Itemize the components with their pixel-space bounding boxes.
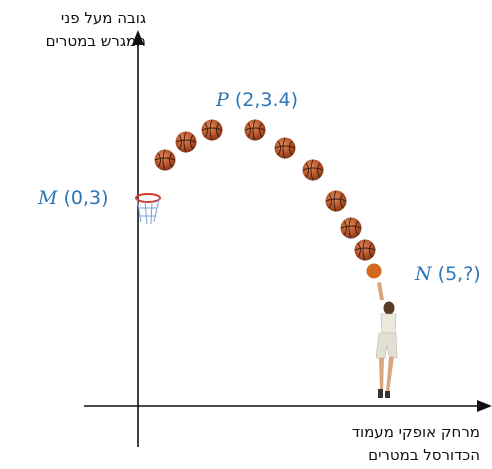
point-n-coords: (5,?) [437,263,481,285]
basketball-player-figure [375,282,398,398]
x-axis-label: מרחק אופקי מעמוד הכדורסל במטרים [280,421,480,467]
basketball-icon [154,149,176,171]
x-axis-label-line-1: מרחק אופקי מעמוד [351,423,480,441]
x-axis-label-line-2: הכדורסל במטרים [368,446,480,464]
basketball-icon [201,119,223,141]
point-p-coords: (2,3.4) [234,89,299,111]
y-axis-arrowhead [132,30,144,45]
basketball-hoop-icon [135,193,161,225]
basketball-icon [175,131,197,153]
point-label-p: P (2,3.4) [216,89,298,111]
point-label-n: N (5,?) [415,263,481,285]
point-label-m: M (0,3) [38,187,109,209]
basketball-icon [302,159,324,181]
basketball-icon [325,190,347,212]
point-n-name: N [415,263,432,285]
ball-trajectory [154,119,382,279]
basketball-icon [354,239,376,261]
basketball-icon [366,263,382,279]
axes [84,30,492,447]
point-m-name: M [38,187,58,209]
basketball-icon [340,217,362,239]
y-axis-label: גובה מעל פני המגרש במטרים [0,7,146,53]
point-m-coords: (0,3) [63,187,109,209]
basketball-icon [244,119,266,141]
point-p-name: P [216,89,229,111]
x-axis-arrowhead [477,400,492,412]
y-axis-label-line-1: גובה מעל פני [60,9,146,27]
basketball-icon [274,137,296,159]
y-axis-label-line-2: המגרש במטרים [45,32,146,50]
